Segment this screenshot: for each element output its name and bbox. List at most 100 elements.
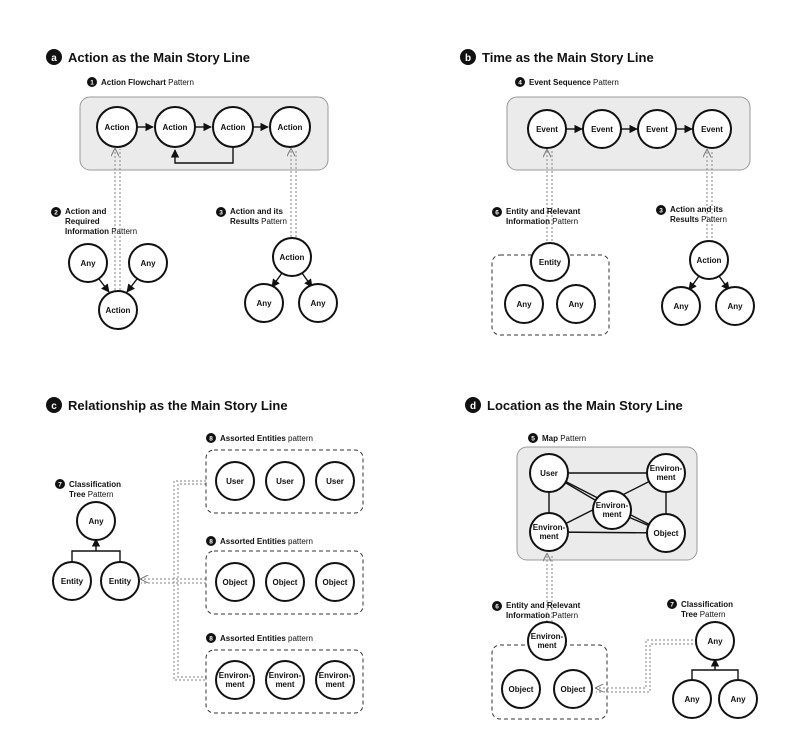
node-environment: Environ-ment <box>215 660 255 700</box>
svg-text:Object: Object <box>561 685 586 694</box>
svg-text:Object: Object <box>273 578 298 587</box>
classification-tree-pattern-label: Classification Tree Pattern <box>69 480 123 499</box>
node-action: Action <box>269 106 311 148</box>
map-pattern-label: Map Pattern <box>542 434 586 443</box>
pattern-number: 6 <box>495 604 499 611</box>
pattern-number-badge <box>51 207 61 217</box>
pattern-number: 7 <box>58 482 62 489</box>
pattern-number: 1 <box>90 80 94 87</box>
node-any: Any <box>718 679 758 719</box>
panel-c-letter: c <box>51 401 57 412</box>
node-any: Any <box>715 286 755 326</box>
svg-text:User: User <box>540 469 558 478</box>
svg-text:2: 2 <box>54 210 58 217</box>
pattern-number: 5 <box>531 436 535 443</box>
node-action: Action <box>689 240 729 280</box>
pattern-number-badge <box>87 77 97 87</box>
svg-text:Entity: Entity <box>539 258 562 267</box>
pattern-number: 8 <box>209 636 213 643</box>
panel-c-title: c Relationship as the Main Story Line <box>46 397 288 413</box>
node-any: Any <box>298 283 338 323</box>
panel-d: d Location as the Main Story Line 5 Map … <box>465 397 758 720</box>
assorted-entities-box <box>205 649 364 714</box>
node-user: User <box>529 453 569 493</box>
svg-text:Object: Object <box>509 685 534 694</box>
node-entity: Entity <box>530 242 570 282</box>
link-line <box>177 483 206 678</box>
svg-text:Any: Any <box>88 517 104 526</box>
svg-text:User: User <box>326 477 344 486</box>
pattern-number-badge <box>206 536 216 546</box>
panel-b-letter-badge <box>460 49 476 65</box>
assorted-entities-pattern-label: Assorted Entities pattern <box>220 434 313 443</box>
node-any: Any <box>68 243 108 283</box>
pattern-number: 7 <box>670 602 674 609</box>
node-environment: Environ-ment <box>315 660 355 700</box>
event-sequence-area <box>506 96 751 171</box>
tree-connector <box>691 669 739 681</box>
assorted-entities-pattern-label: Assorted Entities pattern <box>220 537 313 546</box>
link-line <box>596 643 697 693</box>
action-flowchart-pattern-label: Action Flowchart Pattern <box>101 78 194 87</box>
svg-text:3: 3 <box>219 210 223 217</box>
svg-text:Any: Any <box>140 259 156 268</box>
node-any: Any <box>556 284 596 324</box>
entity-info-pattern-label: Entity and Relevant Information Pattern <box>506 207 582 226</box>
svg-text:Entity: Entity <box>61 577 84 586</box>
pattern-number-badge <box>216 207 226 217</box>
svg-text:Any: Any <box>516 300 532 309</box>
pattern-number-badge <box>656 205 666 215</box>
pattern-number-badge <box>55 479 65 489</box>
node-event: Event <box>527 109 567 149</box>
action-results-pattern-label: Action and its Results Pattern <box>670 205 727 224</box>
action-flowchart-area <box>79 96 329 171</box>
link-arrow <box>596 639 697 688</box>
node-any: Any <box>695 621 735 661</box>
svg-text:User: User <box>276 477 294 486</box>
node-any: Any <box>661 286 701 326</box>
node-environment: Environ-ment <box>592 490 632 530</box>
node-action: Action <box>154 106 196 148</box>
svg-text:Event: Event <box>536 125 558 134</box>
node-object: Object <box>315 562 355 602</box>
pattern-number: 8 <box>209 539 213 546</box>
panel-d-title: d Location as the Main Story Line <box>465 397 683 413</box>
node-any: Any <box>128 243 168 283</box>
node-user: User <box>315 461 355 501</box>
svg-text:Environ-ment: Environ-ment <box>533 523 566 541</box>
svg-text:Any: Any <box>684 695 700 704</box>
node-environment: Environ-ment <box>529 512 569 552</box>
assorted-entities-box <box>205 550 364 615</box>
svg-text:Any: Any <box>80 259 96 268</box>
arrow <box>271 272 283 288</box>
panel-c-title-text: Relationship as the Main Story Line <box>68 398 288 413</box>
svg-text:Object: Object <box>654 529 679 538</box>
svg-text:Environ-ment: Environ-ment <box>219 671 252 689</box>
event-sequence-pattern-label: Event Sequence Pattern <box>529 78 619 87</box>
required-info-pattern-label: Action and Required Information Pattern <box>65 207 137 236</box>
svg-text:Event: Event <box>591 125 613 134</box>
node-action: Action <box>98 290 138 330</box>
svg-text:Environ-ment: Environ-ment <box>319 671 352 689</box>
pattern-number-badge <box>206 433 216 443</box>
svg-text:Event: Event <box>646 125 668 134</box>
panel-a-title-text: Action as the Main Story Line <box>68 50 250 65</box>
node-action: Action <box>272 237 312 277</box>
svg-text:Environ-ment: Environ-ment <box>596 501 629 519</box>
pattern-number: 3 <box>659 208 663 215</box>
panel-c-letter-badge <box>46 397 62 413</box>
svg-text:Action: Action <box>106 306 131 315</box>
svg-text:Any: Any <box>256 299 272 308</box>
panel-a-letter-badge <box>46 49 62 65</box>
svg-text:Object: Object <box>223 578 248 587</box>
node-user: User <box>265 461 305 501</box>
pattern-number-badge <box>528 433 538 443</box>
node-entity: Entity <box>100 561 140 601</box>
svg-text:Environ-ment: Environ-ment <box>650 464 683 482</box>
panel-c: c Relationship as the Main Story Line 7 … <box>46 397 364 714</box>
node-action: Action <box>96 106 138 148</box>
panel-a: a Action as the Main Story Line 1 Action… <box>46 49 338 330</box>
node-object: Object <box>553 669 593 709</box>
svg-text:Event: Event <box>701 125 723 134</box>
